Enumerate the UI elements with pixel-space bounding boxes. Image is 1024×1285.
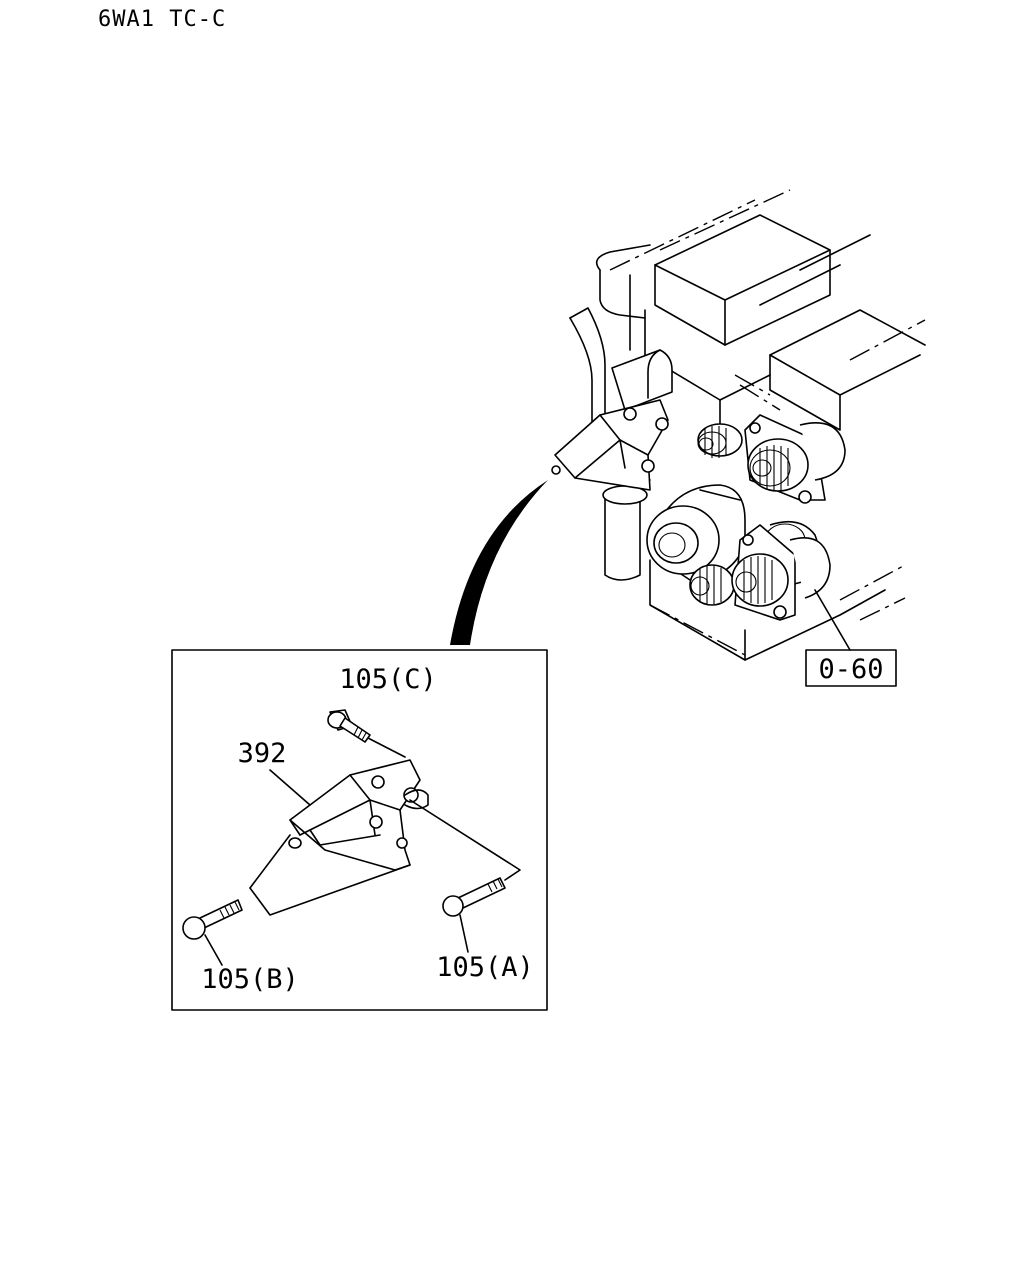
model-code-label: 6WA1 TC-C [98,7,226,32]
bracket-392-part [288,759,429,871]
bolt-105b [182,899,243,940]
bolt-105a-label: 105(A) [436,952,534,983]
engine-front-view [551,189,926,661]
engine-reference-callout: 0-60 [805,649,897,687]
detail-view-frame [171,649,548,1011]
bracket-392-label: 392 [238,738,287,769]
detail-pointer-wedge [450,480,548,645]
bolt-105c-label: 105(C) [339,664,437,695]
bolt-105a [442,877,506,917]
bolt-105c [327,709,371,743]
bolt-105b-label: 105(B) [201,964,299,995]
engine-reference-label: 0-60 [818,654,883,685]
